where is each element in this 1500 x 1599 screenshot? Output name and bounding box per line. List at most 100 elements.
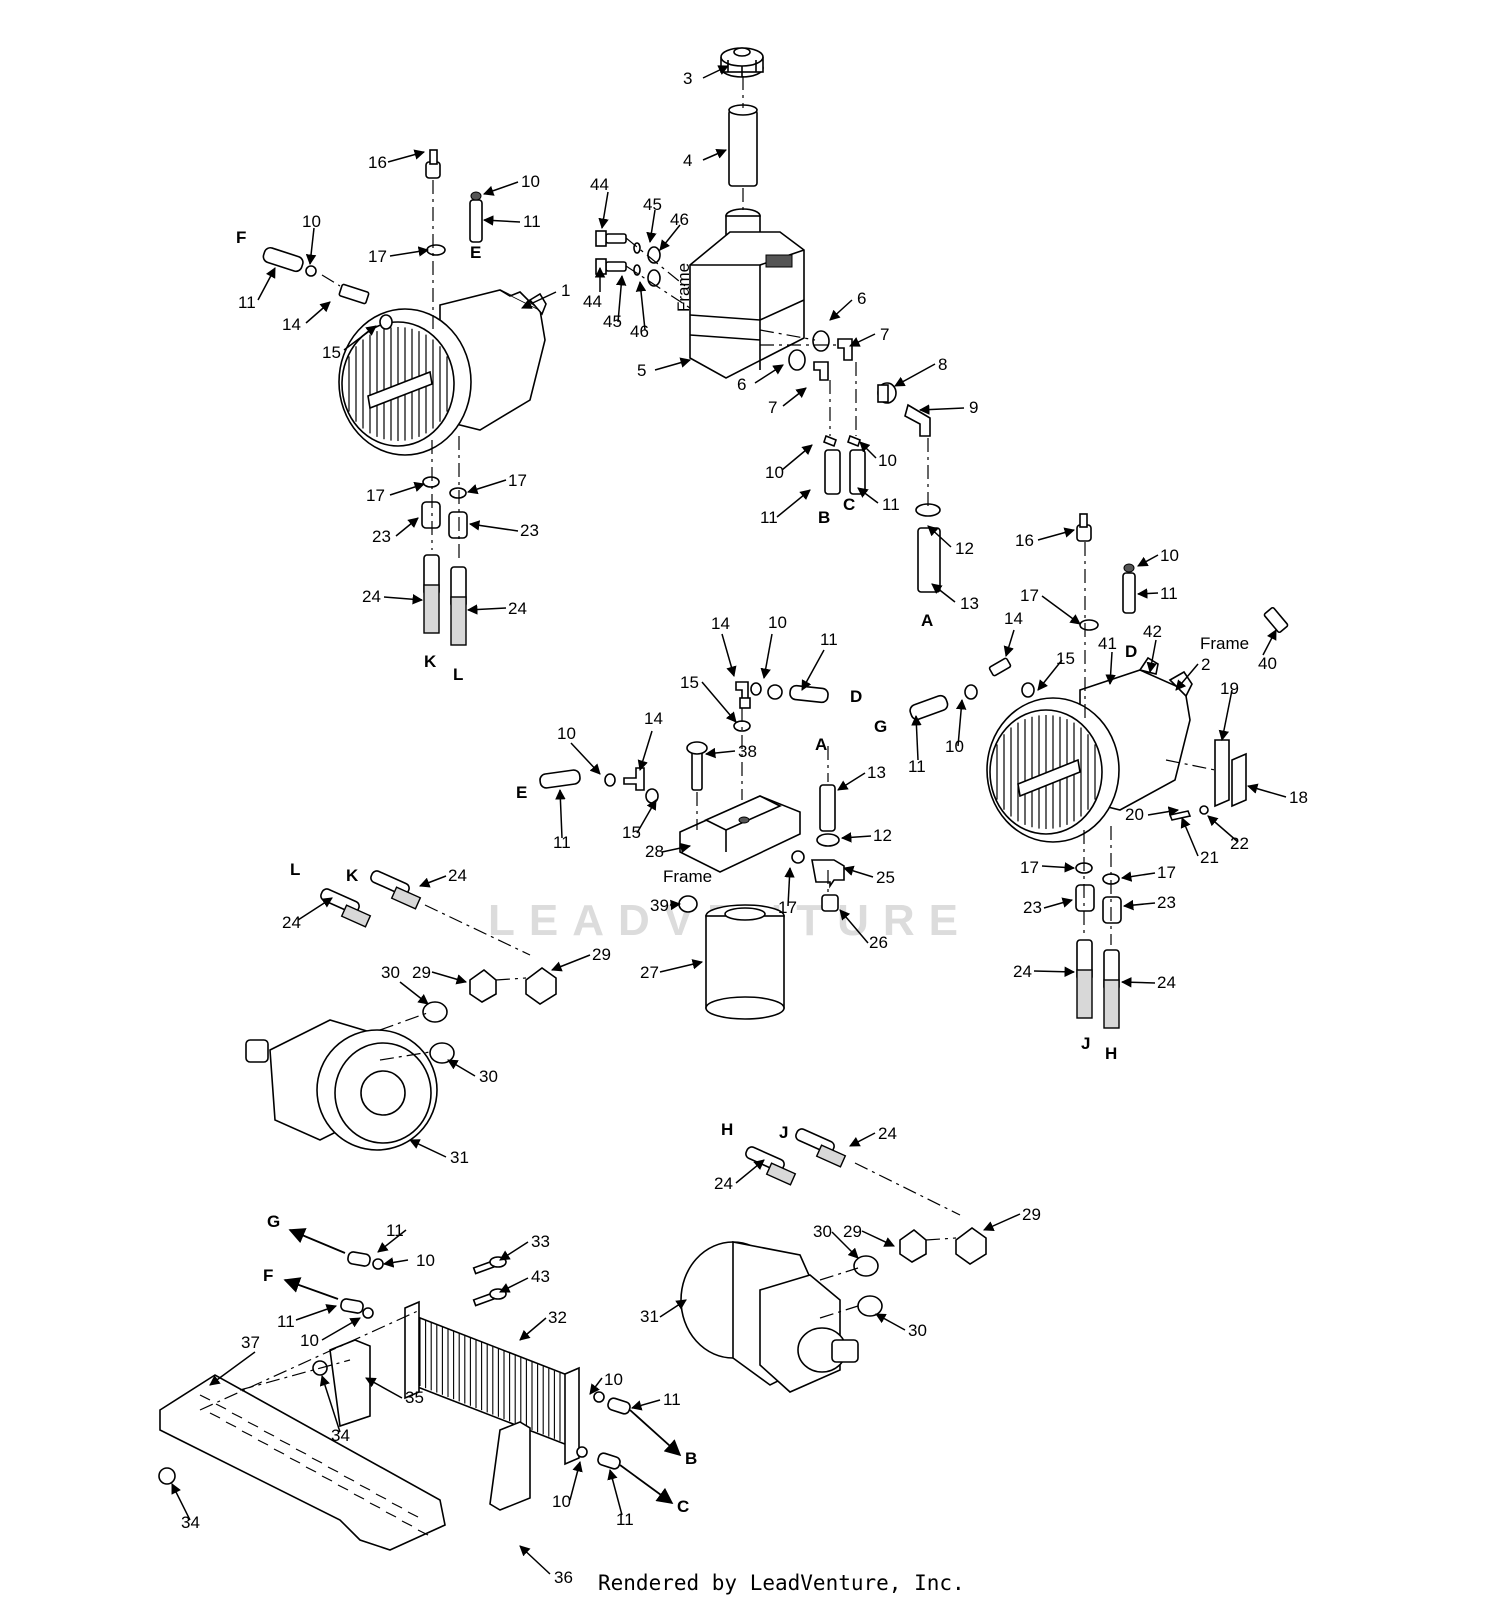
letter-a: A xyxy=(815,735,827,754)
letter-l: L xyxy=(453,665,463,684)
callout-24: 24 xyxy=(1157,973,1176,992)
callout-17: 17 xyxy=(1020,586,1039,605)
callout-11: 11 xyxy=(1160,584,1178,603)
callout-10: 10 xyxy=(521,172,540,191)
callout-34: 34 xyxy=(181,1513,200,1532)
callout-23: 23 xyxy=(520,521,539,540)
callout-10: 10 xyxy=(945,737,964,756)
callout-34: 34 xyxy=(331,1426,350,1445)
callout-43: 43 xyxy=(531,1267,550,1286)
letter-h: H xyxy=(1105,1044,1117,1063)
callout-15: 15 xyxy=(1056,649,1075,668)
callout-13: 13 xyxy=(867,763,886,782)
callout-17: 17 xyxy=(1020,858,1039,877)
callout-46: 46 xyxy=(670,210,689,229)
callout-5: 5 xyxy=(637,361,646,380)
callout-21: 21 xyxy=(1200,848,1219,867)
callout-17: 17 xyxy=(508,471,527,490)
hose-connection-letters: F E K L B C A D G D E A J H L K H J G F … xyxy=(236,228,1137,1516)
callout-1: 1 xyxy=(561,281,570,300)
filter-assembly xyxy=(539,681,845,1020)
letter-g: G xyxy=(874,717,887,736)
callout-11: 11 xyxy=(386,1221,404,1240)
letter-h: H xyxy=(721,1120,733,1139)
callout-11: 11 xyxy=(820,630,838,649)
callout-46: 46 xyxy=(630,322,649,341)
callout-11: 11 xyxy=(238,293,256,312)
callout-10: 10 xyxy=(768,613,787,632)
callout-6: 6 xyxy=(737,375,746,394)
letter-k: K xyxy=(346,866,359,885)
callout-10: 10 xyxy=(765,463,784,482)
callout-24: 24 xyxy=(508,599,527,618)
callout-31: 31 xyxy=(640,1307,659,1326)
callout-13: 13 xyxy=(960,594,979,613)
callout-11: 11 xyxy=(663,1390,681,1409)
callout-7: 7 xyxy=(768,398,777,417)
callout-10: 10 xyxy=(552,1492,571,1511)
callout-18: 18 xyxy=(1289,788,1308,807)
callout-30: 30 xyxy=(908,1321,927,1340)
letter-e: E xyxy=(470,243,481,262)
callout-14: 14 xyxy=(282,315,301,334)
callout-30: 30 xyxy=(479,1067,498,1086)
callout-39: 39 xyxy=(650,896,669,915)
callout-31: 31 xyxy=(450,1148,469,1167)
callout-36: 36 xyxy=(554,1568,573,1587)
footer-credit: Rendered by LeadVenture, Inc. xyxy=(598,1571,965,1595)
callout-27: 27 xyxy=(640,963,659,982)
callout-15: 15 xyxy=(680,673,699,692)
callout-24: 24 xyxy=(1013,962,1032,981)
reservoir-assembly xyxy=(689,47,805,379)
letter-c: C xyxy=(843,495,855,514)
callout-10: 10 xyxy=(302,212,321,231)
callout-30: 30 xyxy=(381,963,400,982)
letter-d: D xyxy=(850,687,862,706)
callout-23: 23 xyxy=(1023,898,1042,917)
callout-10: 10 xyxy=(1160,546,1179,565)
callout-7: 7 xyxy=(880,325,889,344)
letter-d: D xyxy=(1125,642,1137,661)
callout-24: 24 xyxy=(448,866,467,885)
callout-24: 24 xyxy=(714,1174,733,1193)
callout-14: 14 xyxy=(1004,609,1023,628)
letter-b: B xyxy=(685,1449,697,1468)
callout-19: 19 xyxy=(1220,679,1239,698)
callout-12: 12 xyxy=(873,826,892,845)
letter-g: G xyxy=(267,1212,280,1231)
right-motor xyxy=(680,1128,987,1393)
callout-35: 35 xyxy=(405,1388,424,1407)
callout-29: 29 xyxy=(592,945,611,964)
callout-24: 24 xyxy=(878,1124,897,1143)
letter-a: A xyxy=(921,611,933,630)
callout-11: 11 xyxy=(760,508,778,527)
right-pump xyxy=(909,513,1289,1029)
callout-11: 11 xyxy=(523,212,541,231)
callout-44: 44 xyxy=(590,175,609,194)
callout-8: 8 xyxy=(938,355,947,374)
callout-17: 17 xyxy=(366,486,385,505)
letter-b: B xyxy=(818,508,830,527)
callout-23: 23 xyxy=(372,527,391,546)
letter-j: J xyxy=(1081,1034,1090,1053)
callout-10: 10 xyxy=(878,451,897,470)
frame-labels: Frame Frame Frame xyxy=(663,263,1249,886)
callout-41: 41 xyxy=(1098,634,1117,653)
callout-28: 28 xyxy=(645,842,664,861)
callout-4: 4 xyxy=(683,151,692,170)
callout-6: 6 xyxy=(857,289,866,308)
letter-l: L xyxy=(290,860,300,879)
callout-2: 2 xyxy=(1201,655,1210,674)
callout-26: 26 xyxy=(869,933,888,952)
letter-k: K xyxy=(424,652,437,671)
callout-37: 37 xyxy=(241,1333,260,1352)
callout-23: 23 xyxy=(1157,893,1176,912)
callout-40: 40 xyxy=(1258,654,1277,673)
frame-label: Frame xyxy=(674,263,693,312)
left-motor xyxy=(245,870,557,1151)
callout-32: 32 xyxy=(548,1308,567,1327)
callout-11: 11 xyxy=(908,757,926,776)
callout-17: 17 xyxy=(368,247,387,266)
callout-29: 29 xyxy=(412,963,431,982)
callout-45: 45 xyxy=(643,195,662,214)
